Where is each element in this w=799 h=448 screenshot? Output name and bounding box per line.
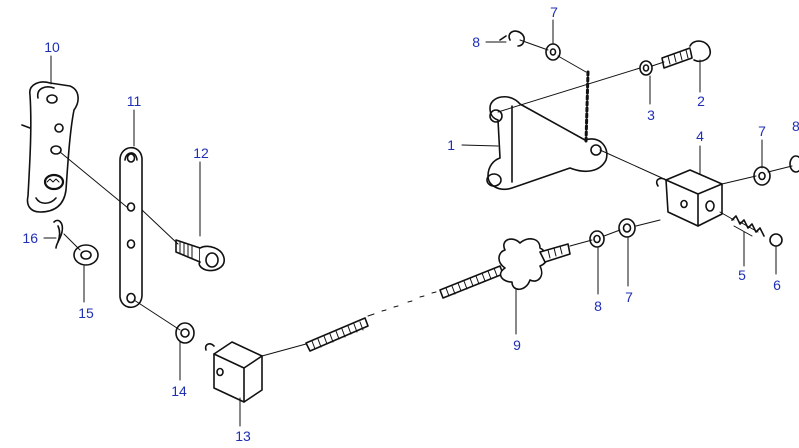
- part-14-washer: [175, 322, 195, 344]
- part-8-washer-right: [789, 155, 799, 173]
- part-12-bolt: [175, 239, 225, 272]
- callout-8-top: 8: [472, 34, 480, 50]
- part-11-link-plate: [119, 146, 143, 309]
- part-8-clip-top: [499, 30, 525, 47]
- callout-7-lower: 7: [625, 289, 633, 305]
- callout-14: 14: [171, 383, 187, 399]
- part-6-ball: [769, 233, 783, 247]
- callout-2: 2: [697, 93, 705, 109]
- callout-3: 3: [647, 107, 655, 123]
- callout-9: 9: [513, 337, 521, 353]
- part-7-washer-top: [545, 43, 561, 61]
- callout-4: 4: [696, 128, 704, 144]
- callout-8-right: 8: [792, 118, 799, 134]
- threaded-rod-lower: [305, 265, 504, 352]
- callout-6: 6: [773, 277, 781, 293]
- part-10-lever-arm: [21, 81, 79, 213]
- callout-7-right: 7: [758, 123, 766, 139]
- callout-8-lower: 8: [594, 298, 602, 314]
- callout-5: 5: [738, 267, 746, 283]
- alignment-lines: [59, 39, 793, 357]
- part-1-bracket: [486, 96, 608, 191]
- callout-1: 1: [447, 137, 455, 153]
- part-7-washer-lower: [618, 218, 636, 238]
- part-16-clip: [53, 219, 64, 249]
- callout-labels: 1 2 3 4 5 6 7 7 7 8 8 8 9 10 11 12 13 14…: [22, 4, 799, 444]
- callout-11: 11: [127, 93, 142, 109]
- callout-16: 16: [22, 230, 38, 246]
- part-8-washer-lower: [589, 230, 605, 248]
- callout-leaders: [43, 19, 777, 427]
- part-4-block: [655, 169, 723, 227]
- part-5-spring: [731, 215, 765, 237]
- part-13-block: [204, 341, 263, 403]
- callout-10: 10: [44, 39, 60, 55]
- callout-12: 12: [193, 145, 209, 161]
- callout-15: 15: [78, 305, 94, 321]
- callout-13: 13: [235, 428, 251, 444]
- part-3-lock-washer: [639, 60, 653, 76]
- part-9-star-knob: [498, 238, 571, 291]
- callout-7-top: 7: [550, 4, 558, 20]
- part-2-screw: [661, 40, 712, 69]
